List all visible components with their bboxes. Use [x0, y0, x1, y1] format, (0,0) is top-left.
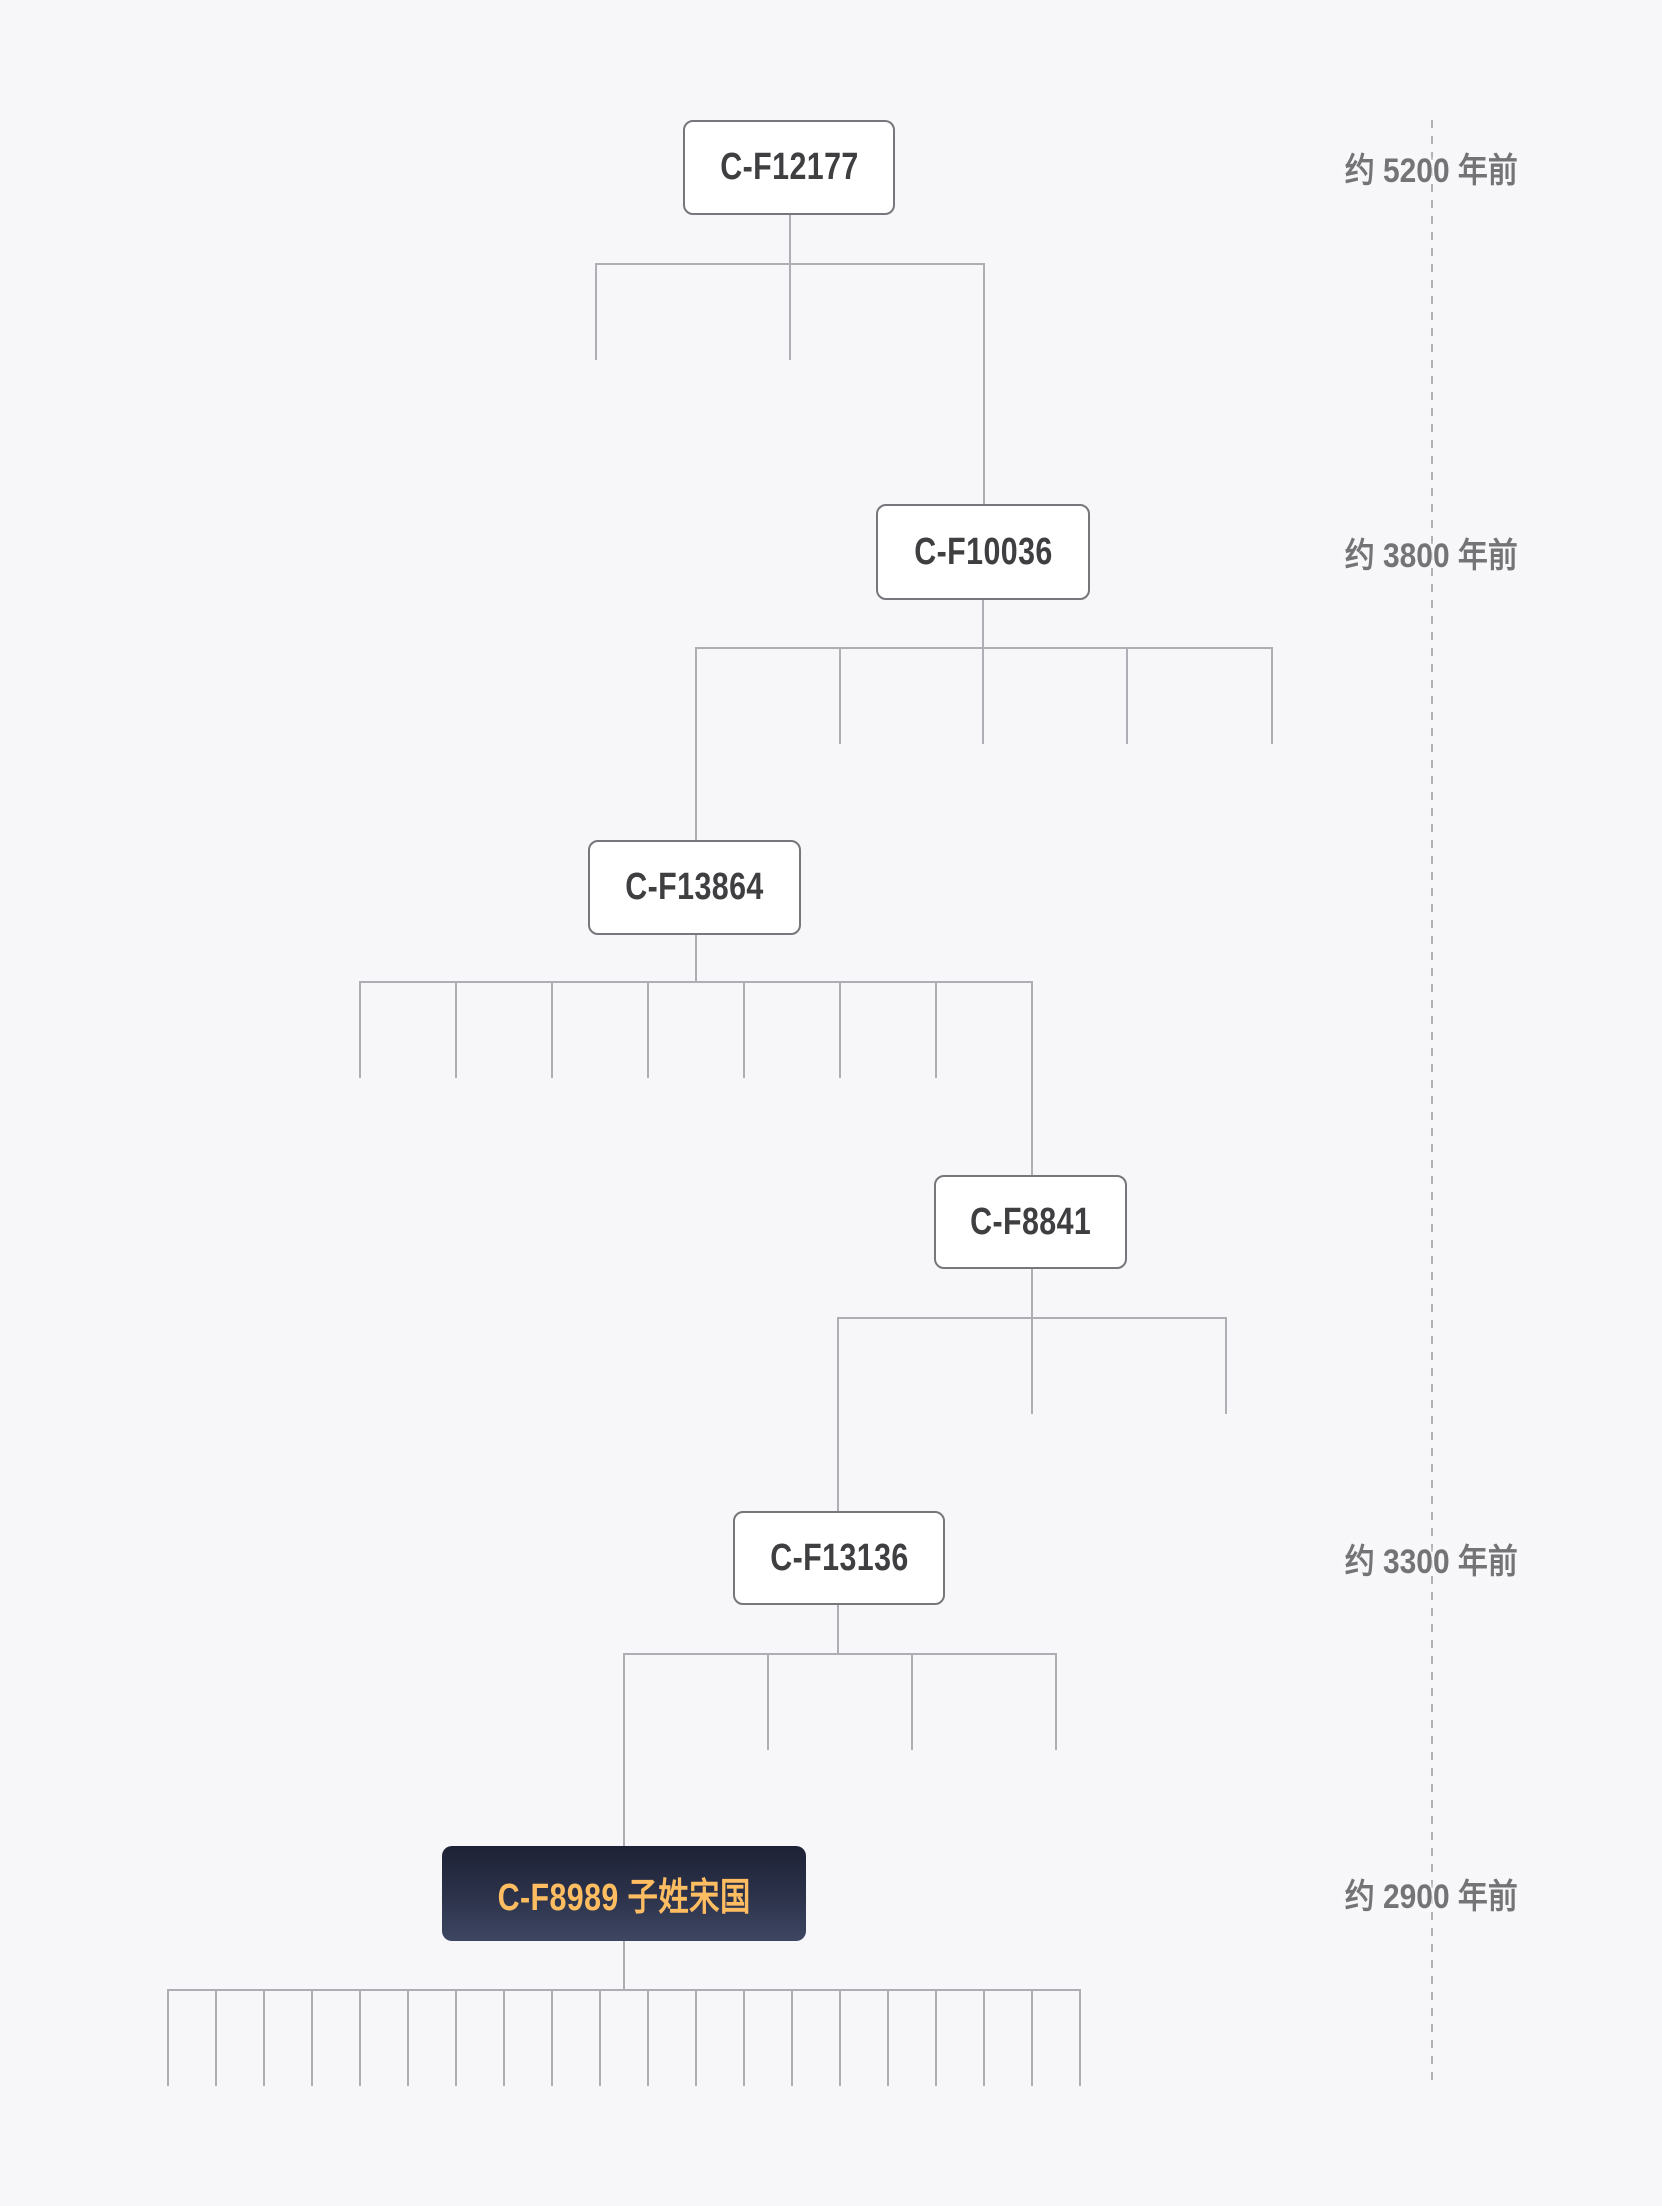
node-c-f13864[interactable]: C-F13864	[588, 840, 801, 935]
time-label-2900: 约 2900 年前	[1333, 1871, 1529, 1916]
time-label-text: 约 5200 年前	[1344, 151, 1518, 190]
node-label: C-F13864	[625, 866, 764, 908]
node-c-f8989-highlighted[interactable]: C-F8989 子姓宋国	[442, 1846, 806, 1941]
time-label-text: 约 2900 年前	[1344, 1877, 1518, 1916]
node-label: C-F8841	[969, 1200, 1092, 1243]
node-c-f10036[interactable]: C-F10036	[876, 504, 1090, 600]
time-label-text: 约 3300 年前	[1344, 1542, 1518, 1581]
time-label-3300: 约 3300 年前	[1333, 1536, 1529, 1581]
node-label: C-F12177	[719, 146, 859, 188]
node-c-f8841[interactable]: C-F8841	[934, 1175, 1127, 1269]
time-label-3800: 约 3800 年前	[1333, 530, 1529, 575]
node-label: C-F8989 子姓宋国	[497, 1877, 751, 1919]
node-label: C-F13136	[769, 1536, 909, 1579]
time-label-5200: 约 5200 年前	[1333, 145, 1529, 190]
node-c-f12177[interactable]: C-F12177	[683, 120, 895, 215]
node-c-f13136[interactable]: C-F13136	[733, 1511, 945, 1605]
node-label: C-F10036	[913, 530, 1053, 573]
time-label-text: 约 3800 年前	[1344, 536, 1518, 575]
